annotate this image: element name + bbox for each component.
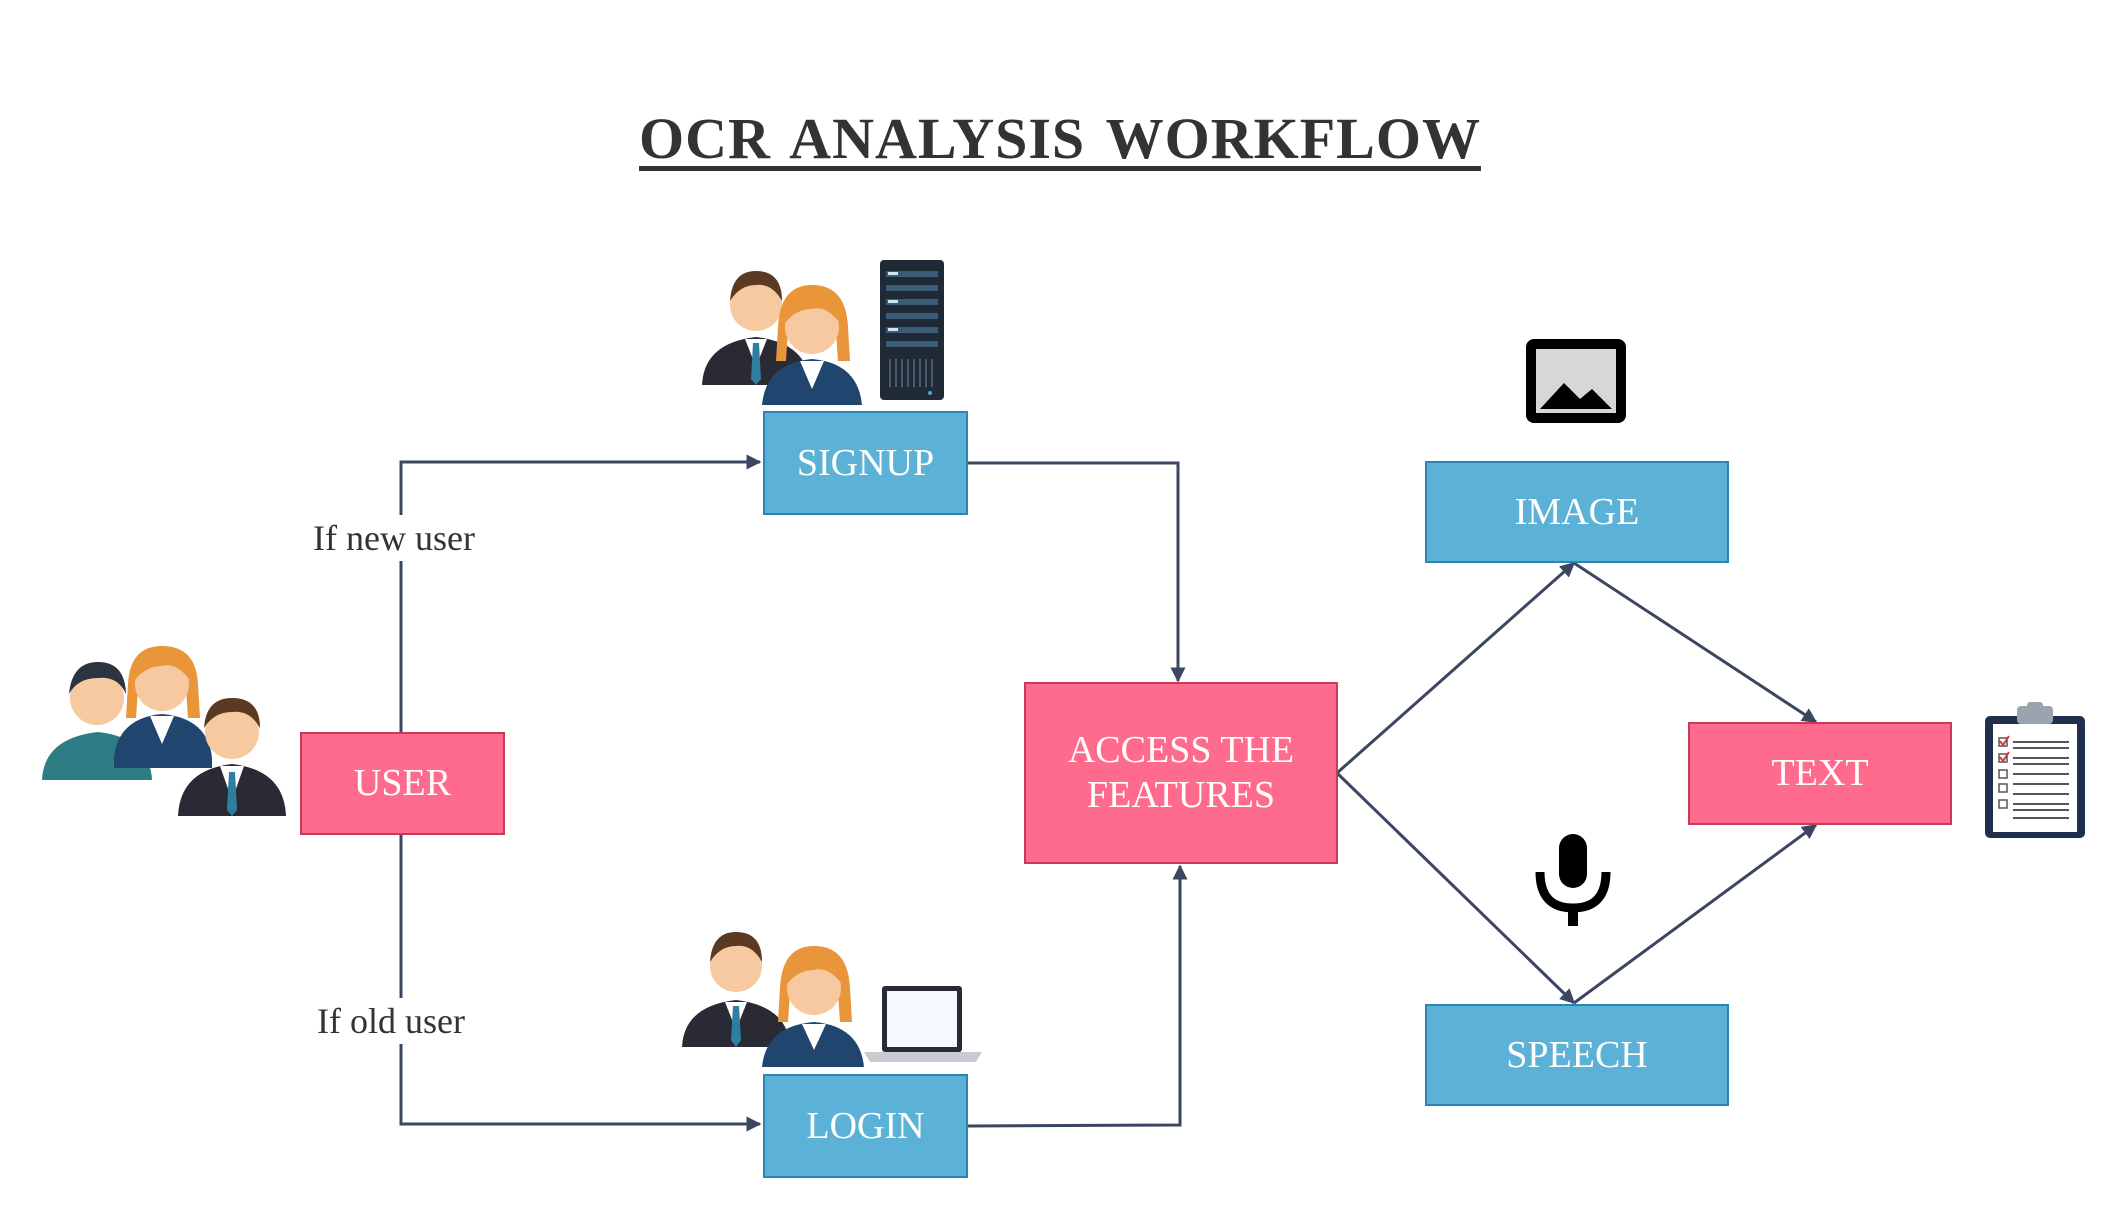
diagram-title: OCR ANALYSIS WORKFLOW bbox=[639, 106, 1481, 171]
edge-signup-access bbox=[968, 461, 1186, 683]
node-signup-label: SIGNUP bbox=[796, 441, 935, 484]
edge-user-login bbox=[399, 835, 762, 1132]
edge-speech-text bbox=[1573, 823, 1818, 1005]
edge-access-image bbox=[1336, 561, 1576, 775]
edge-login-access bbox=[967, 864, 1188, 1128]
node-speech-label: SPEECH bbox=[1506, 1033, 1648, 1076]
node-text: TEXT bbox=[1688, 722, 1952, 825]
user-group-icon bbox=[42, 646, 286, 816]
node-access-features: ACCESS THE FEATURES bbox=[1024, 682, 1338, 864]
users-with-laptop-icon bbox=[682, 932, 982, 1067]
node-login: LOGIN bbox=[763, 1074, 968, 1178]
edge-user-signup bbox=[399, 454, 762, 732]
users-with-server-icon bbox=[702, 260, 944, 405]
node-speech: SPEECH bbox=[1425, 1004, 1729, 1106]
microphone-icon bbox=[1535, 834, 1611, 926]
edge-label-old-user: If old user bbox=[311, 998, 471, 1044]
node-login-label: LOGIN bbox=[806, 1104, 925, 1147]
node-user: USER bbox=[300, 732, 505, 835]
image-icon bbox=[1526, 339, 1626, 423]
edge-image-text bbox=[1573, 561, 1818, 724]
node-image-label: IMAGE bbox=[1514, 490, 1640, 533]
node-user-label: USER bbox=[353, 762, 452, 805]
node-access-label: ACCESS THE FEATURES bbox=[1067, 729, 1295, 816]
node-image: IMAGE bbox=[1425, 461, 1729, 563]
node-signup: SIGNUP bbox=[763, 411, 968, 515]
edge-access-speech bbox=[1335, 771, 1576, 1005]
clipboard-icon bbox=[1985, 702, 2085, 838]
edge-label-new-user: If new user bbox=[307, 515, 481, 561]
node-text-label: TEXT bbox=[1771, 752, 1869, 795]
